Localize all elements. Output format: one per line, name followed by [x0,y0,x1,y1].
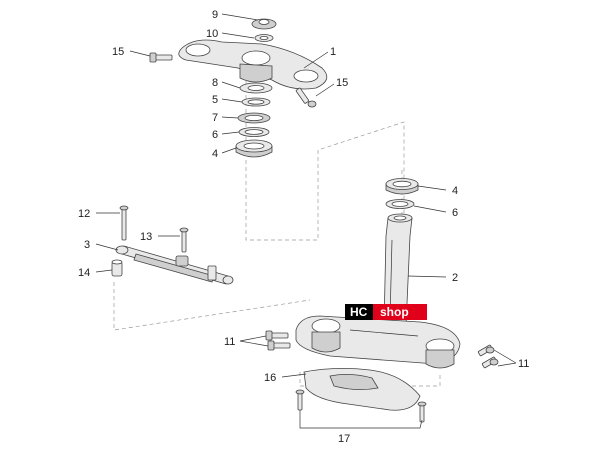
label-5: 5 [212,94,218,106]
label-15-right: 15 [336,77,348,89]
callout-labels: 9 10 15 1 15 8 5 7 6 4 4 6 2 12 13 3 14 … [78,9,529,445]
label-11-right: 11 [518,358,529,370]
pin-13 [179,227,189,253]
label-9: 9 [212,9,218,21]
label-10: 10 [206,28,218,40]
bearing-stack-lower [385,178,419,209]
bolts-11-left [265,330,291,351]
label-8: 8 [212,77,218,89]
logo-left-box [345,304,373,320]
logo-right-text: shop [380,305,409,319]
label-12: 12 [78,208,90,220]
label-4-top: 4 [212,148,218,160]
logo-left-text: HC [350,305,368,319]
lower-triple-clamp [295,315,461,369]
label-7: 7 [212,112,218,124]
label-14: 14 [78,267,90,279]
label-4-right: 4 [452,185,458,197]
label-15-left: 15 [112,46,124,58]
hc-shop-logo: HC shop [345,304,427,320]
screws-17 [295,389,427,423]
pin-12 [119,205,129,241]
label-17: 17 [338,433,350,445]
upper-triple-clamp [178,39,328,90]
bolts-11-right [477,344,499,369]
label-6-right: 6 [452,207,458,219]
label-6-top: 6 [212,129,218,141]
steering-stem [383,213,413,327]
label-11-left: 11 [224,336,235,348]
washer-10 [254,34,274,42]
steering-damper [115,245,234,285]
label-3: 3 [84,239,90,251]
bushing-14 [111,259,123,277]
bolt-15-right [295,87,317,108]
guard-plate-16 [303,368,421,411]
leader-lines [95,13,517,429]
label-1: 1 [330,46,336,58]
logo-right-box [373,304,427,320]
top-nut-9 [251,18,277,30]
label-2: 2 [452,272,458,284]
bearing-stack-top [235,82,273,158]
label-13: 13 [140,231,152,243]
bolt-15-left [149,52,173,63]
label-16: 16 [264,372,276,384]
